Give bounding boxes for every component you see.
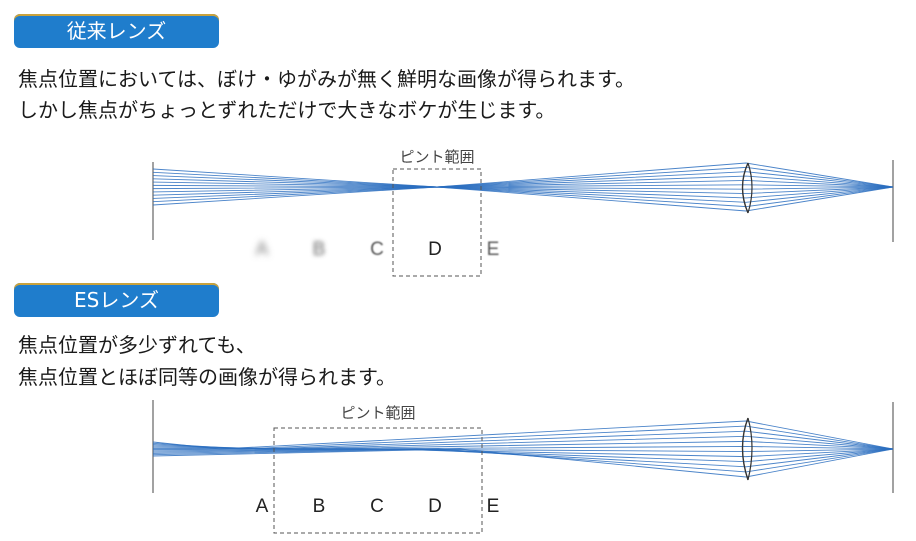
conventional-description-line1: 焦点位置においては、ぼけ・ゆがみが無く鮮明な画像が得られます。 [18,67,635,91]
light-ray [152,448,894,478]
light-ray [152,184,894,188]
es-description-line1: 焦点位置が多少ずれても、 [18,333,256,357]
light-ray [152,186,894,194]
focus-range-label: ピント範囲 [399,148,474,166]
position-label-e: E [487,239,500,260]
light-ray [152,435,894,450]
light-rays [152,162,894,212]
light-ray [152,180,894,188]
lens-shape [741,162,749,214]
light-rays [152,420,894,478]
lens-shape [741,417,749,481]
light-ray [152,448,894,473]
light-ray [152,186,894,208]
focus-range-box [392,168,482,277]
position-label-b: B [313,496,326,517]
position-label-c: C [370,496,384,517]
light-ray [152,448,894,452]
conventional-description-line2: しかし焦点がちょっとずれただけで大きなボケが生じます。 [18,98,556,122]
light-ray [152,175,894,188]
conventional-lens-badge: 従来レンズ [14,14,219,48]
es-lens-diagram: ピント範囲 A B C D E [152,400,894,534]
light-ray [152,440,894,450]
focus-range-box [273,427,483,534]
position-label-c: C [370,239,384,260]
position-label-a: A [256,496,269,517]
light-ray [152,186,894,212]
light-ray [152,186,894,190]
position-label-d: D [428,496,442,517]
light-ray [152,448,894,458]
es-lens-badge: ESレンズ [14,283,219,317]
light-ray [152,162,894,188]
position-label-b: B [313,239,326,260]
light-ray [152,448,894,468]
light-ray [152,186,894,199]
focus-range-label: ピント範囲 [340,404,415,422]
light-ray [152,166,894,188]
conventional-lens-diagram: ピント範囲 A B C D E [152,148,894,277]
position-label-d: D [428,239,442,260]
light-ray [152,446,894,450]
position-label-e: E [487,496,500,517]
light-ray [152,171,894,188]
light-ray [152,186,894,203]
es-description-line2: 焦点位置とほぼ同等の画像が得られます。 [18,365,396,389]
position-label-a: A [256,239,269,260]
